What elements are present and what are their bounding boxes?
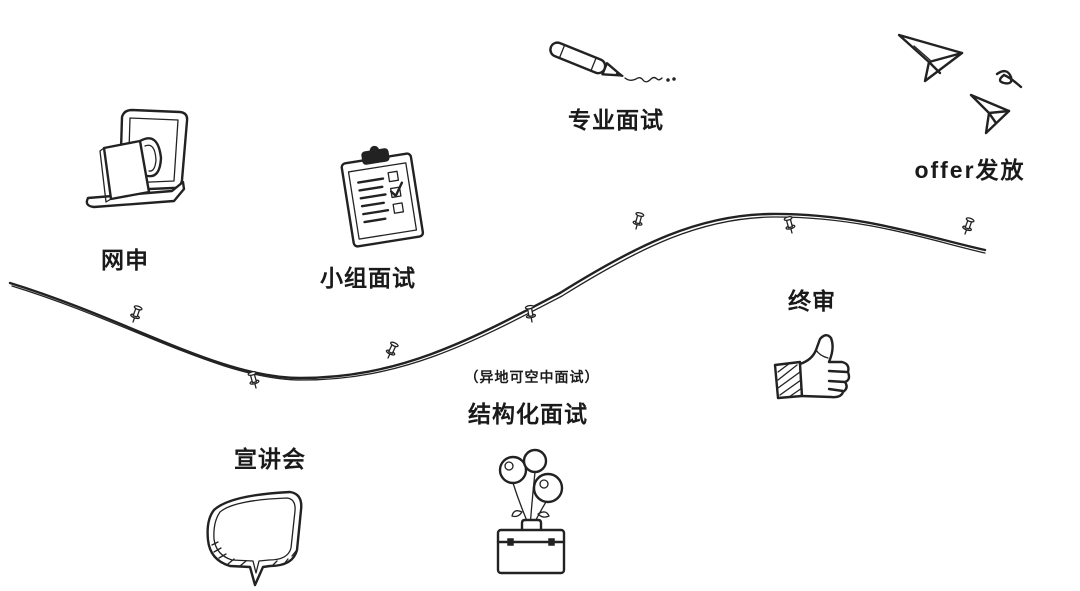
pin-icon	[524, 304, 537, 323]
stage-label-structured-interview: 结构化面试	[468, 401, 588, 427]
stage-label-info-session: 宣讲会	[234, 446, 306, 472]
paper-plane-icon	[969, 93, 1011, 135]
tablet-stand-icon	[85, 108, 189, 209]
pin-icon	[385, 341, 399, 359]
pin-icon	[783, 216, 796, 234]
speech-bubble-icon	[206, 490, 303, 587]
stage-label-professional-interview: 专业面试	[568, 107, 664, 133]
stage-label-offer: offer发放	[914, 157, 1026, 183]
clipboard-icon	[340, 145, 425, 248]
stage-label-online-application: 网申	[101, 247, 149, 273]
thumbs-up-icon	[773, 334, 851, 400]
pin-icon	[247, 371, 260, 389]
paper-plane-icon	[897, 33, 964, 83]
stage-note-remote: （异地可空中面试）	[464, 369, 600, 385]
pin-icon	[130, 305, 143, 323]
pin-icon	[962, 217, 975, 235]
pin-icon	[632, 212, 645, 230]
stage-label-final-review: 终审	[788, 288, 836, 314]
briefcase-balloons-icon	[496, 448, 566, 575]
pen-icon	[549, 41, 676, 83]
timeline-curve	[8, 212, 987, 381]
flight-loop-icon	[995, 69, 1023, 89]
stage-label-group-interview: 小组面试	[320, 265, 416, 291]
